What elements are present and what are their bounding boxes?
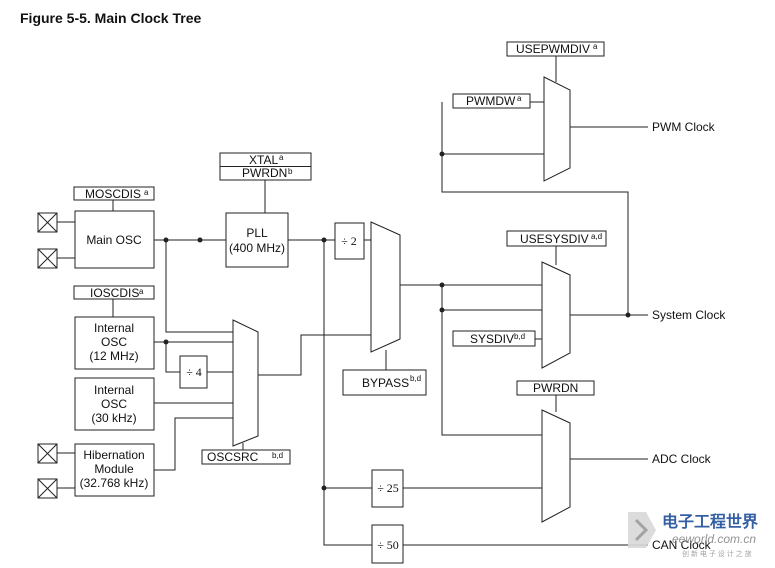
figure-title: Figure 5-5. Main Clock Tree <box>20 10 201 26</box>
xtal-footnote: a <box>279 153 284 162</box>
usesysdiv-control: USESYSDIV a,d <box>506 230 607 247</box>
divide-by-25-block: ÷ 25 <box>371 469 404 508</box>
osc-source-mux <box>232 319 259 447</box>
ioscdis-footnote: a <box>139 287 144 296</box>
pwm-clock-output: PWM Clock <box>652 120 716 134</box>
pll-pwrdn-label: PWRDN <box>242 166 287 180</box>
div4-label: ÷ 4 <box>186 365 202 379</box>
internal-osc-30-line2: OSC <box>101 397 127 411</box>
oscsrc-label: OSCSRC <box>207 450 259 464</box>
div2-label: ÷ 2 <box>341 234 357 248</box>
internal-osc-30khz-block: Internal OSC (30 kHz) <box>74 377 155 431</box>
bypass-mux <box>370 221 401 353</box>
pll-label: PLL <box>246 226 268 240</box>
ioscdis-label: IOSCDIS <box>90 286 139 300</box>
adc-clock-mux <box>541 409 571 523</box>
main-osc-label: Main OSC <box>86 233 142 247</box>
eeworld-logo-icon <box>628 512 656 548</box>
bypass-control: BYPASS b,d <box>342 369 427 396</box>
hib-line1: Hibernation <box>83 448 144 462</box>
internal-osc-30-line1: Internal <box>94 383 134 397</box>
pwmdw-label: PWMDW <box>466 94 516 108</box>
internal-osc-12-line3: (12 MHz) <box>89 349 138 363</box>
bypass-label: BYPASS <box>362 376 409 390</box>
eeworld-watermark: 电子工程世界 eeworld.com.cn 创 新 电 子 设 计 之 旅 <box>628 512 758 558</box>
internal-osc-12-line2: OSC <box>101 335 127 349</box>
div50-label: ÷ 50 <box>377 538 399 552</box>
oscsrc-control: OSCSRC b,d <box>201 449 291 465</box>
internal-osc-12mhz-block: Internal OSC (12 MHz) <box>74 316 155 370</box>
pwmdw-control: PWMDW a <box>452 93 531 109</box>
pwrdn-adc-control: PWRDN <box>516 380 595 396</box>
usepwmdiv-footnote: a <box>593 42 598 51</box>
sysdiv-control: SYSDIV b,d <box>452 330 536 347</box>
bypass-footnote: b,d <box>410 374 421 383</box>
internal-osc-12-line1: Internal <box>94 321 134 335</box>
can-clock-output: CAN Clock <box>652 538 712 552</box>
pwm-clock-mux <box>543 76 571 182</box>
main-osc-block: Main OSC <box>74 210 155 269</box>
eeworld-site: eeworld.com.cn <box>672 532 756 546</box>
crystal-main-top <box>37 212 58 233</box>
usesysdiv-footnote: a,d <box>591 232 602 241</box>
system-clock-mux <box>541 261 571 369</box>
internal-osc-30-line3: (30 kHz) <box>91 411 136 425</box>
usesysdiv-label: USESYSDIV <box>520 232 589 246</box>
crystal-main-bottom <box>37 248 58 269</box>
hibernation-module-block: Hibernation Module (32.768 kHz) <box>74 443 155 497</box>
iosocdis-control: IOSCDIS a <box>73 285 155 300</box>
usepwmdiv-label: USEPWMDIV <box>516 42 590 56</box>
hib-line2: Module <box>94 462 134 476</box>
eeworld-cn-name: 电子工程世界 <box>662 512 758 531</box>
crystal-hib-bottom <box>37 478 58 499</box>
moscdis-footnote: a <box>144 188 149 197</box>
divide-by-4-block: ÷ 4 <box>179 355 208 389</box>
pll-freq-label: (400 MHz) <box>229 241 285 255</box>
xtal-label: XTAL <box>249 153 278 167</box>
div25-label: ÷ 25 <box>377 481 399 495</box>
usepwmdiv-control: USEPWMDIV a <box>506 41 605 57</box>
adc-pwrdn-label: PWRDN <box>533 381 578 395</box>
system-clock-output: System Clock <box>652 308 726 322</box>
pwmdw-footnote: a <box>517 94 522 103</box>
crystal-hib-top <box>37 443 58 464</box>
sysdiv-label: SYSDIV <box>470 332 514 346</box>
divide-by-50-block: ÷ 50 <box>371 524 404 564</box>
divide-by-2-block: ÷ 2 <box>334 222 365 260</box>
hib-line3: (32.768 kHz) <box>80 476 149 490</box>
moscdis-control: MOSCDIS a <box>73 186 155 201</box>
pll-pwrdn-footnote: b <box>288 167 293 176</box>
eeworld-slogan: 创 新 电 子 设 计 之 旅 <box>682 549 752 558</box>
adc-clock-output: ADC Clock <box>652 452 712 466</box>
junction-dots <box>163 151 631 491</box>
sysdiv-footnote: b,d <box>514 332 525 341</box>
pll-block: PLL (400 MHz) <box>225 212 289 268</box>
moscdis-label: MOSCDIS <box>85 187 141 201</box>
oscsrc-footnote: b,d <box>272 451 283 460</box>
xtal-pwrdn-control: XTAL a PWRDN b <box>219 152 312 181</box>
